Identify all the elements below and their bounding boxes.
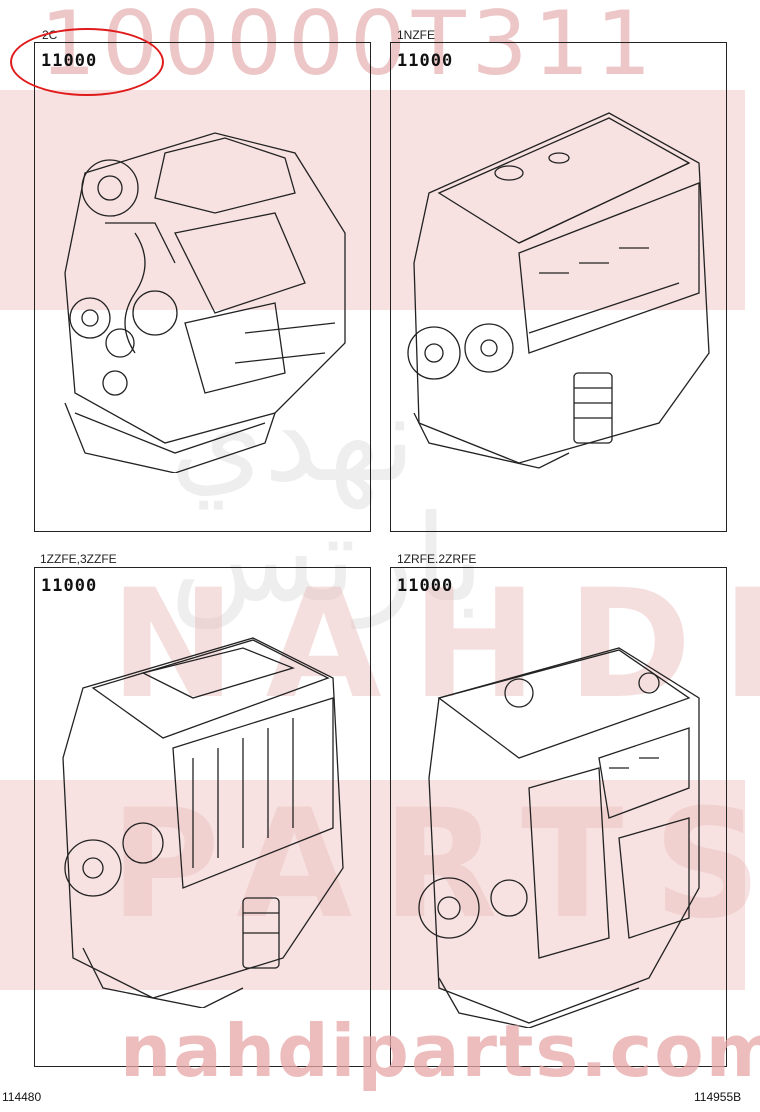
- engine-code-label: 1ZZFE,3ZZFE: [40, 552, 117, 566]
- part-number-highlight-circle: [10, 28, 164, 96]
- engine-assembly-1zrfe-icon: [418, 647, 700, 1028]
- engine-panel-2c[interactable]: 11000: [34, 42, 371, 532]
- engine-panel-1nzfe[interactable]: 11000: [390, 42, 727, 532]
- engine-assembly-1zzfe-icon: [62, 637, 344, 1008]
- engine-assembly-1nzfe-icon: [407, 112, 710, 469]
- engine-code-label: 1ZRFE.2ZRFE: [397, 552, 477, 566]
- engine-assembly-2c-icon: [64, 132, 346, 473]
- illustration-id-right: 114955B: [694, 1090, 742, 1104]
- engine-panel-1zrfe[interactable]: 11000: [390, 567, 727, 1067]
- illustration-id-left: 114480: [2, 1090, 42, 1104]
- engine-panel-1zzfe[interactable]: 11000: [34, 567, 371, 1067]
- part-number-label: 11000: [41, 576, 98, 596]
- watermark-band-top: [0, 90, 745, 310]
- part-number-label: 11000: [397, 576, 454, 596]
- watermark-band-bottom: [0, 780, 745, 990]
- part-number-label: 11000: [397, 51, 454, 71]
- engine-code-label: 1NZFE: [397, 28, 436, 42]
